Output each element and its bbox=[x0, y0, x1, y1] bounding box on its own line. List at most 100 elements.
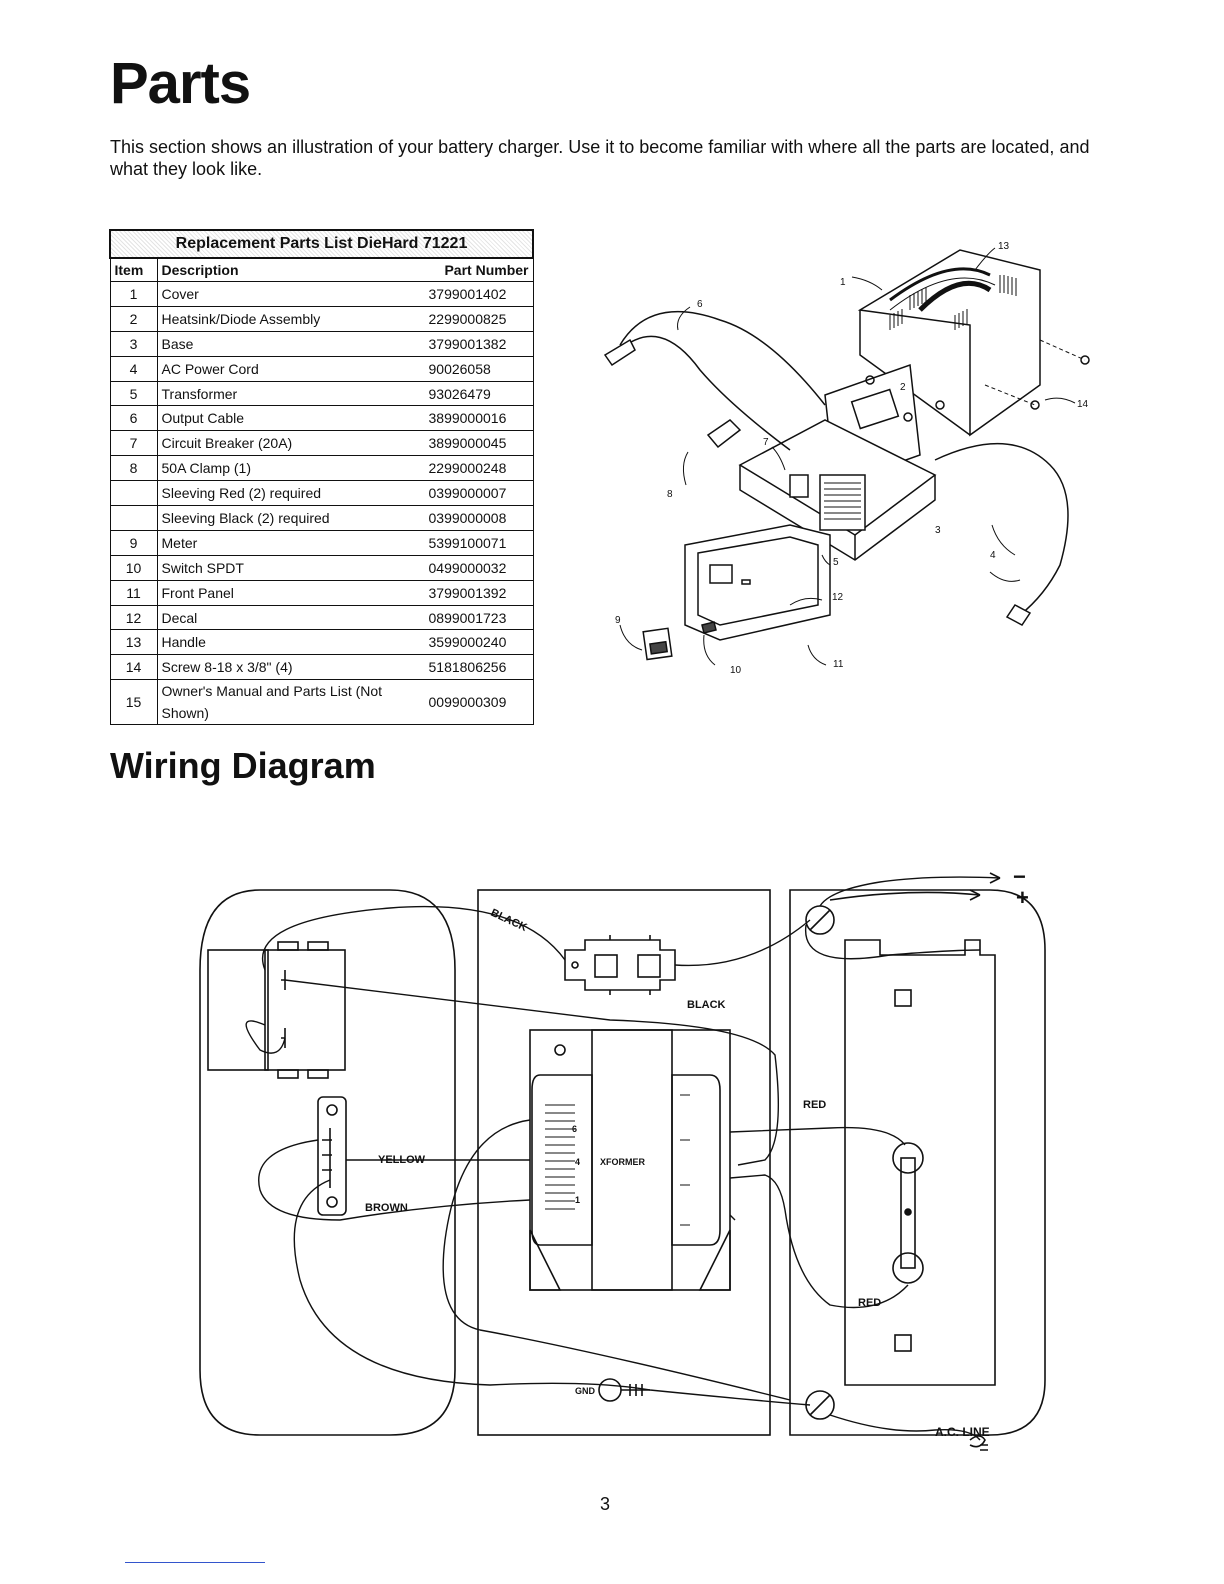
handle-part bbox=[918, 280, 992, 312]
row-description: Handle bbox=[156, 629, 425, 656]
row-part-number: 3799001392 bbox=[424, 579, 534, 606]
callout-2: 2 bbox=[900, 382, 906, 393]
row-item: 7 bbox=[109, 430, 158, 457]
callout-3: 3 bbox=[935, 525, 941, 536]
row-part-number: 0499000032 bbox=[424, 554, 534, 581]
row-item bbox=[109, 480, 158, 507]
row-item: 1 bbox=[109, 281, 158, 307]
col-header-part-number: Part Number bbox=[424, 257, 534, 282]
row-description: Base bbox=[156, 330, 425, 357]
output-cable-part bbox=[603, 310, 826, 451]
callout-9: 9 bbox=[615, 615, 621, 626]
row-part-number: 3799001382 bbox=[424, 330, 534, 357]
row-item: 12 bbox=[109, 604, 158, 631]
row-description: Cover bbox=[156, 281, 425, 307]
intro-paragraph: This section shows an illustration of yo… bbox=[110, 137, 1090, 179]
row-item: 13 bbox=[109, 629, 158, 656]
row-item: 2 bbox=[109, 305, 158, 332]
callout-6: 6 bbox=[697, 299, 703, 310]
label-plus: + bbox=[1016, 885, 1029, 910]
callout-12: 12 bbox=[832, 592, 844, 603]
circuit-breaker bbox=[564, 935, 676, 995]
parts-illustration: 1 2 3 4 5 6 7 8 9 10 11 12 13 14 bbox=[603, 241, 1090, 676]
row-item: 14 bbox=[109, 654, 158, 681]
meter bbox=[207, 941, 346, 1079]
page-title: Parts bbox=[110, 51, 251, 116]
front-panel-part bbox=[684, 524, 831, 641]
row-item: 9 bbox=[109, 529, 158, 556]
transformer bbox=[529, 1029, 731, 1291]
row-part-number: 5399100071 bbox=[424, 529, 534, 556]
callout-7: 7 bbox=[763, 437, 769, 448]
row-part-number: 0399000007 bbox=[424, 480, 534, 507]
parts-table: Replacement Parts List DieHard 71221 Ite… bbox=[109, 229, 534, 726]
wiring-diagram: BLACK BLACK RED RED YELLOW BROWN XFORMER… bbox=[199, 864, 1046, 1451]
row-item: 6 bbox=[109, 405, 158, 432]
row-part-number: 90026058 bbox=[424, 355, 534, 382]
row-description: Meter bbox=[156, 529, 425, 556]
label-gnd: GND bbox=[575, 1386, 596, 1396]
page-number: 3 bbox=[600, 1494, 611, 1514]
label-minus: − bbox=[1013, 864, 1026, 889]
label-red-top: RED bbox=[803, 1099, 826, 1111]
ac-cord-part bbox=[934, 443, 1069, 626]
row-part-number: 0399000008 bbox=[424, 505, 534, 531]
row-item: 5 bbox=[109, 380, 158, 407]
row-item: 15 bbox=[109, 679, 158, 726]
label-xformer: XFORMER bbox=[600, 1157, 646, 1167]
row-part-number: 0099000309 bbox=[424, 679, 534, 726]
meter-part bbox=[642, 627, 673, 661]
row-description: Front Panel bbox=[156, 579, 425, 606]
callout-4: 4 bbox=[990, 550, 996, 561]
base-panel-outline bbox=[477, 889, 771, 1436]
row-part-number: 3899000045 bbox=[424, 430, 534, 457]
wiring-diagram-title: Wiring Diagram bbox=[110, 745, 376, 786]
row-description: Sleeving Black (2) required bbox=[156, 505, 425, 531]
row-item: 11 bbox=[109, 579, 158, 606]
row-description: Decal bbox=[156, 604, 425, 631]
ground-lug bbox=[598, 1378, 650, 1402]
row-description: Owner's Manual and Parts List (Not Shown… bbox=[156, 679, 425, 726]
callout-11: 11 bbox=[833, 659, 844, 670]
callout-10: 10 bbox=[730, 665, 742, 676]
row-part-number: 93026479 bbox=[424, 380, 534, 407]
label-black-top: BLACK bbox=[489, 907, 529, 934]
screws-part bbox=[865, 339, 1090, 410]
row-item: 3 bbox=[109, 330, 158, 357]
switch bbox=[317, 1096, 347, 1216]
callout-13: 13 bbox=[998, 241, 1010, 252]
label-brown: BROWN bbox=[365, 1202, 408, 1214]
callout-14: 14 bbox=[1077, 399, 1089, 410]
col-header-description: Description bbox=[156, 257, 425, 282]
ac-plug-icon bbox=[969, 1435, 988, 1451]
callout-5: 5 bbox=[833, 557, 839, 568]
row-part-number: 2299000825 bbox=[424, 305, 534, 332]
row-item: 10 bbox=[109, 554, 158, 581]
label-red-bottom: RED bbox=[858, 1297, 881, 1309]
rear-panel-outline bbox=[789, 889, 1046, 1436]
label-tap-6: 6 bbox=[572, 1124, 577, 1134]
row-part-number: 3599000240 bbox=[424, 629, 534, 656]
callout-8: 8 bbox=[667, 489, 673, 500]
row-description: 50A Clamp (1) bbox=[156, 455, 425, 482]
row-part-number: 2299000248 bbox=[424, 455, 534, 482]
row-part-number: 3899000016 bbox=[424, 405, 534, 432]
col-header-item: Item bbox=[109, 257, 158, 282]
row-description: Switch SPDT bbox=[156, 554, 425, 581]
row-item: 4 bbox=[109, 355, 158, 382]
row-part-number: 5181806256 bbox=[424, 654, 534, 681]
label-ac-line: A.C. LINE bbox=[935, 1425, 990, 1439]
